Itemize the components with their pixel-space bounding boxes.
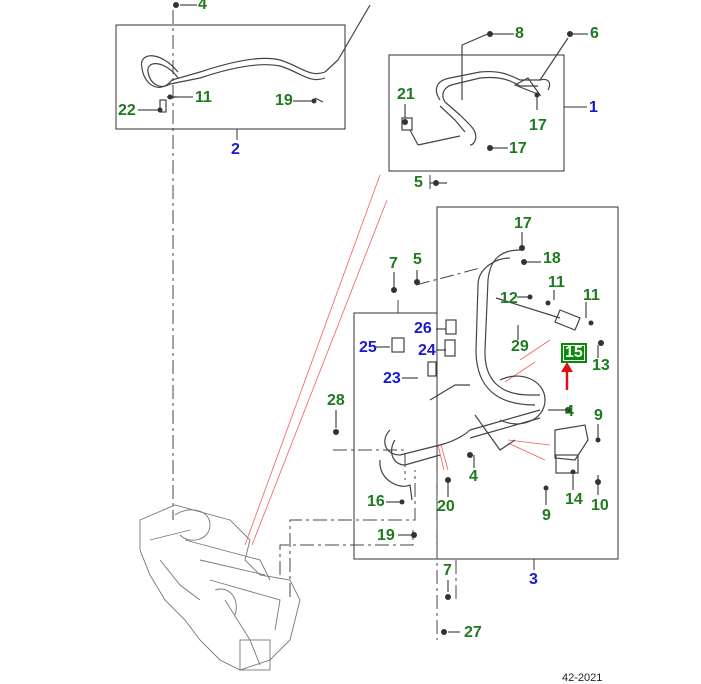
callout-14[interactable]: 14: [565, 491, 583, 508]
callout-29[interactable]: 29: [511, 338, 529, 355]
callout-4[interactable]: 4: [469, 468, 478, 485]
callout-assembly-3[interactable]: 3: [529, 571, 538, 588]
callout-16[interactable]: 16: [367, 493, 385, 510]
diagram-reference-code: 42-2021: [562, 672, 603, 684]
callout-18[interactable]: 18: [543, 250, 561, 267]
callout-26[interactable]: 26: [414, 320, 432, 337]
callout-21[interactable]: 21: [397, 86, 415, 103]
callout-9[interactable]: 9: [542, 507, 551, 524]
callout-8[interactable]: 8: [515, 25, 524, 42]
callout-11[interactable]: 11: [548, 274, 565, 291]
callout-10[interactable]: 10: [591, 497, 609, 514]
callout-9[interactable]: 9: [594, 407, 603, 424]
callout-28[interactable]: 28: [327, 392, 345, 409]
callout-25[interactable]: 25: [359, 339, 377, 356]
callout-20[interactable]: 20: [437, 498, 455, 515]
callout-17[interactable]: 17: [529, 117, 547, 134]
callout-19[interactable]: 19: [377, 527, 395, 544]
callout-24[interactable]: 24: [418, 342, 436, 359]
callout-5[interactable]: 5: [414, 174, 423, 191]
callout-assembly-2[interactable]: 2: [231, 141, 240, 158]
assembly-2-frame: [115, 24, 346, 130]
callout-11[interactable]: 11: [583, 287, 600, 304]
callout-6[interactable]: 6: [590, 25, 599, 42]
callout-19[interactable]: 19: [275, 92, 293, 109]
assembly-3-subframe: [353, 312, 437, 560]
callout-7[interactable]: 7: [443, 562, 452, 579]
callout-13[interactable]: 13: [592, 357, 610, 374]
highlight-arrow: [561, 362, 573, 390]
assembly-3-frame: [436, 206, 619, 560]
callout-12[interactable]: 12: [500, 290, 518, 307]
assembly-1-frame: [388, 54, 565, 172]
callout-27[interactable]: 27: [464, 624, 482, 641]
callout-22[interactable]: 22: [118, 102, 136, 119]
callout-11[interactable]: 11: [195, 89, 212, 106]
callout-7[interactable]: 7: [389, 255, 398, 272]
callout-23[interactable]: 23: [383, 370, 401, 387]
callout-17[interactable]: 17: [509, 140, 527, 157]
callout-17[interactable]: 17: [514, 215, 532, 232]
callout-15-highlighted[interactable]: 15: [561, 343, 587, 363]
callout-assembly-1[interactable]: 1: [589, 99, 598, 116]
callout-5[interactable]: 5: [413, 251, 422, 268]
callout-4[interactable]: 4: [198, 0, 207, 13]
callout-4[interactable]: 4: [565, 403, 574, 420]
